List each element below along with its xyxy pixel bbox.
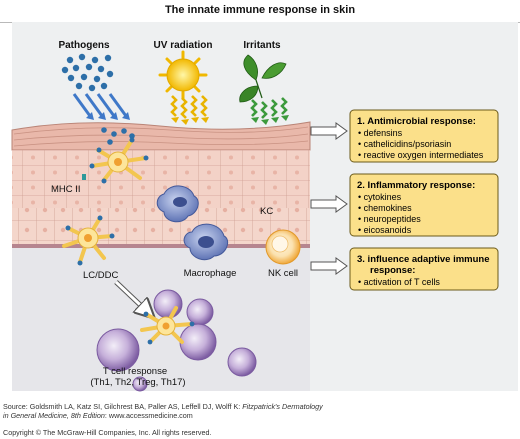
box-inflammatory-item-4: • eicosanoids: [358, 225, 412, 235]
box-adaptive-title-line2: response:: [370, 265, 415, 276]
box-inflammatory: 2. Inflammatory response: • cytokines • …: [349, 173, 499, 237]
arrow-to-adaptive-icon: [310, 257, 348, 275]
box-antimicrobial: 1. Antimicrobial response: • defensins •…: [349, 109, 499, 163]
label-macrophage: Macrophage: [184, 268, 237, 279]
source-book-title: Fitzpatrick's Dermatology: [242, 402, 323, 411]
macrophage-cell-lower: [183, 223, 229, 261]
irritant-arrows-icon: [250, 97, 289, 125]
macrophage-cell-upper: [156, 185, 199, 223]
box-adaptive-title-line1: 3. influence adaptive immune: [357, 254, 490, 265]
arrow-to-inflammatory-icon: [310, 195, 348, 213]
label-lc-ddc: LC/DDC: [83, 270, 119, 281]
dendritic-cell-lymph: [140, 306, 195, 345]
diagram-title: The innate immune response in skin: [164, 4, 356, 16]
label-nk-cell: NK cell: [268, 268, 298, 279]
box-antimicrobial-item-3: • reactive oxygen intermediates: [358, 150, 484, 160]
langerhans-cell-upper: [89, 137, 149, 184]
box-inflammatory-item-2: • chemokines: [358, 203, 412, 213]
skin-epidermis: [11, 121, 311, 391]
copyright-line: Copyright © The McGraw-Hill Companies, I…: [3, 428, 212, 437]
label-mhc-ii: MHC II: [51, 184, 81, 195]
box-antimicrobial-item-1: • defensins: [358, 128, 403, 138]
uv-arrows-icon: [170, 95, 209, 125]
label-t-cell-subsets: (Th1, Th2, Treg, Th17): [90, 377, 185, 388]
heading-irritants: Irritants: [243, 40, 281, 51]
arrow-to-antimicrobial-icon: [310, 122, 348, 140]
heading-pathogens: Pathogens: [58, 40, 110, 51]
box-inflammatory-title: 2. Inflammatory response:: [357, 180, 475, 191]
box-adaptive: 3. influence adaptive immune response: •…: [349, 247, 499, 291]
box-antimicrobial-title: 1. Antimicrobial response:: [357, 116, 476, 127]
mhc-receptor-icon: [82, 174, 86, 180]
irritant-leaves-icon: [239, 54, 287, 103]
pathogens-invading-icon: [101, 127, 135, 145]
source-citation-line2: in General Medicine, 8th Edition: www.ac…: [3, 411, 193, 420]
box-inflammatory-item-3: • neuropeptides: [358, 214, 421, 224]
migration-arrow-icon: [114, 280, 152, 316]
t-cell-cluster: [96, 289, 257, 392]
nk-cell: [265, 229, 301, 265]
box-antimicrobial-item-2: • cathelicidins/psoriasin: [358, 139, 451, 149]
label-kc: KC: [260, 206, 273, 217]
label-t-cell-response: T cell response: [103, 366, 167, 377]
pathogens-icon: [61, 53, 114, 92]
sun-icon: [158, 50, 208, 100]
source-citation-line1: Source: Goldsmith LA, Katz SI, Gilchrest…: [3, 402, 323, 411]
box-inflammatory-item-1: • cytokines: [358, 192, 402, 202]
source-prefix: Source: Goldsmith LA, Katz SI, Gilchrest…: [3, 402, 243, 411]
heading-uv-radiation: UV radiation: [154, 40, 213, 51]
langerhans-cell-lower: [62, 215, 115, 266]
box-adaptive-item-1: • activation of T cells: [358, 277, 440, 287]
source-url: : www.accessmedicine.com: [104, 411, 193, 420]
pathogen-arrows-icon: [72, 93, 130, 120]
source-book-subtitle: in General Medicine, 8th Edition: [3, 411, 105, 420]
